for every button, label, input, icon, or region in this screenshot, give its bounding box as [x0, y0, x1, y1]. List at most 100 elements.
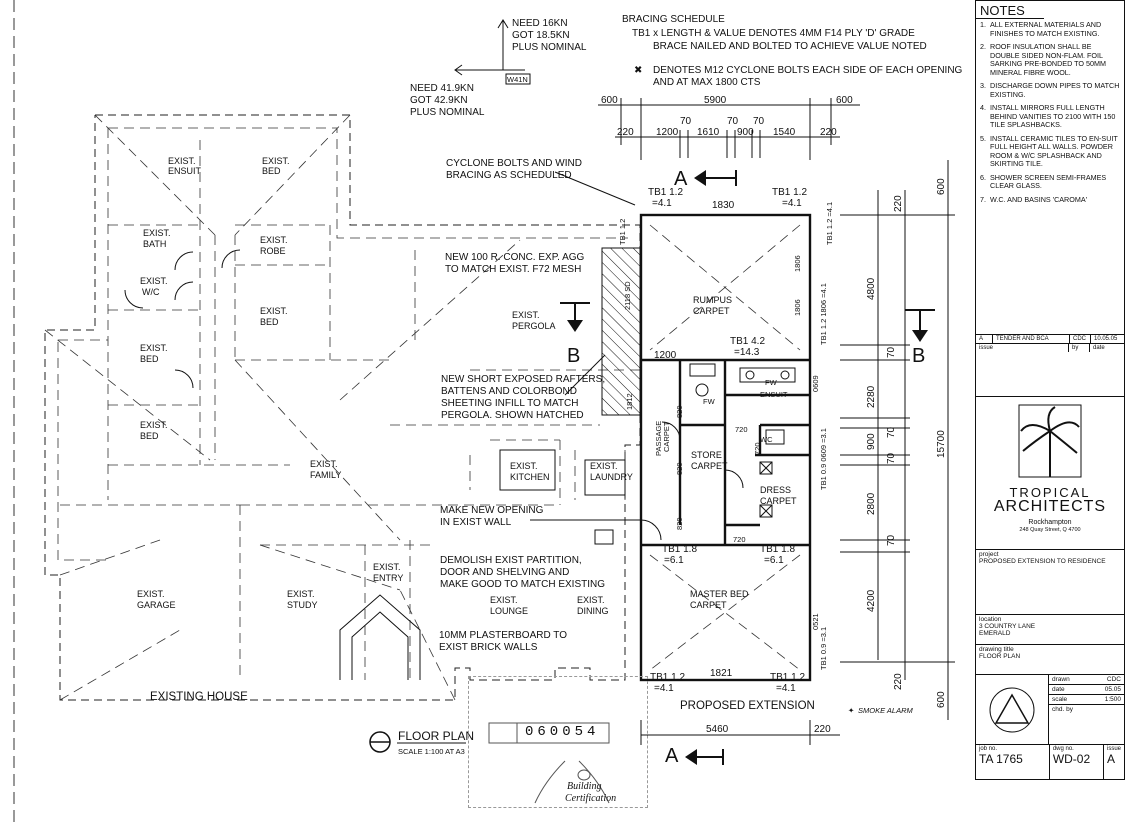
label-rooms-study-1: STUDY	[287, 600, 318, 610]
firm-address: 248 Quay Street, Q 4700	[1019, 526, 1081, 533]
firm-line2: ARCHITECTS	[993, 498, 1107, 515]
label-rooms-robe-1: ROBE	[260, 246, 286, 256]
label-annotations-conc-1: TO MATCH EXIST. F72 MESH	[445, 264, 581, 275]
label-rooms-kitchen-0: EXIST.	[510, 461, 538, 471]
label-dims-top-d70a: 70	[680, 116, 692, 127]
floor-plan-drawing: NEED 16KN GOT 18.5KN PLUS NOMINAL W41N N…	[13, 0, 963, 823]
label-title-block-drawn: CDC	[1106, 676, 1121, 683]
notes-heading: NOTES	[976, 1, 1044, 19]
label-annotations-demolish-1: DOOR AND SHELVING AND	[440, 567, 569, 578]
label-rooms-wc-1: W/C	[142, 287, 160, 297]
label-rooms-bed1-1: BED	[262, 166, 281, 176]
label-title-block-issue-lbl2: issue	[1106, 746, 1121, 752]
label-annotations-rafters-1: BATTENS AND COLORBOND	[441, 386, 577, 397]
label-title-block-rev-a: A	[976, 335, 993, 343]
existing-house-outline	[44, 114, 641, 701]
label-title-block-rev-by: CDC	[1070, 335, 1091, 343]
label-title-block-rev-text: TENDER AND BCA	[993, 335, 1070, 343]
label-bracing-tags-tb-c-0: TB1 4.2	[730, 336, 765, 347]
west-plus: PLUS NOMINAL	[410, 107, 485, 118]
note-item: 7.W.C. AND BASINS 'CAROMA'	[980, 194, 1120, 205]
section-a-label-bottom: A	[665, 745, 679, 767]
north-got: GOT 18.5KN	[512, 30, 570, 41]
label-rooms-garage-0: EXIST.	[137, 589, 165, 599]
label-bracing-tags-tb-e-1: =6.1	[764, 555, 784, 566]
label-title-block-drawing-title: FLOOR PLAN	[979, 653, 1021, 660]
label-bracing-tags-tb-b-1: =4.1	[782, 198, 802, 209]
section-a-label-top: A	[674, 168, 688, 190]
plan-scale: SCALE 1:100 AT A3	[398, 747, 465, 756]
label-rooms-entry-0: EXIST.	[373, 562, 401, 572]
note-text: INSTALL MIRRORS FULL LENGTH BEHIND VANIT…	[990, 103, 1116, 129]
label-dims-top-d900: 900	[737, 127, 754, 138]
revision-block: A TENDER AND BCA CDC 10.05.05 issue by d…	[976, 334, 1124, 352]
note-number: 5.	[980, 133, 986, 143]
label-title-block-issue-lbl: issue	[976, 344, 1069, 352]
seal-line1: Building	[567, 781, 602, 792]
label-rooms-pergola-1: PERGOLA	[512, 321, 556, 331]
firm-line1: TROPICAL	[1009, 485, 1091, 500]
bracing-line4: AND AT MAX 1800 CTS	[653, 77, 761, 88]
label-annotations-d720c: 720	[733, 535, 746, 544]
note-text: W.C. AND BASINS 'CAROMA'	[990, 194, 1087, 204]
label-annotations-rafters-2: SHEETING INFILL TO MATCH	[441, 398, 578, 409]
palm-logo-icon	[1015, 401, 1085, 481]
label-title-block-location1: 3 COUNTRY LANE	[979, 623, 1036, 630]
label-bracing-tags-tb-d-0: TB1 1.8	[662, 544, 697, 555]
label-annotations-d720a: 720	[735, 425, 748, 434]
label-rooms-entry-1: ENTRY	[373, 573, 403, 583]
label-title-block-scale-lbl: scale	[1052, 696, 1068, 703]
label-rooms-ensuit-new: ENSUIT	[760, 390, 788, 399]
bracing-title: BRACING SCHEDULE	[622, 14, 725, 25]
label-rooms-passage-1: CARPET	[662, 421, 671, 452]
west-need: NEED 41.9KN	[410, 83, 474, 94]
label-title-block-location-lbl: location	[979, 616, 1002, 623]
label-annotations-d1812: 1812	[625, 393, 634, 410]
label-annotations-cyclone-0: CYCLONE BOLTS AND WIND	[446, 158, 582, 169]
label-rooms-bath-1: BATH	[143, 239, 166, 249]
label-rooms-family-1: FAMILY	[310, 470, 341, 480]
west-tag: W41N	[507, 75, 528, 84]
firm-block: TROPICAL ARCHITECTS Rockhampton 248 Quay…	[976, 396, 1124, 547]
label-bracing-tags-tb-d-1: =6.1	[664, 555, 684, 566]
label-annotations-fw1: FW	[703, 397, 716, 406]
label-dims-top-d220b: 220	[820, 127, 837, 138]
label-annotations-plaster-1: EXIST BRICK WALLS	[439, 642, 538, 653]
north-need: NEED 16KN	[512, 18, 568, 29]
label-bracing-tags-tb-e-0: TB1 1.8	[760, 544, 795, 555]
north-plus: PLUS NOMINAL	[512, 42, 587, 53]
section-marker-a-bottom	[685, 749, 724, 765]
note-text: DISCHARGE DOWN PIPES TO MATCH EXISTING.	[990, 81, 1120, 99]
section-b-label-right: B	[912, 345, 925, 367]
label-dims-right-d2280: 2280	[866, 385, 877, 408]
label-rooms-laundry-0: EXIST.	[590, 461, 618, 471]
label-annotations-d820a: 820	[675, 405, 684, 418]
label-bracing-tags-tb-a-0: TB1 1.2	[648, 187, 683, 198]
hatched-infill	[601, 247, 641, 416]
top-dimensions	[598, 98, 860, 160]
label-rooms-bed4-0: EXIST.	[140, 420, 168, 430]
note-item: 3.DISCHARGE DOWN PIPES TO MATCH EXISTING…	[980, 81, 1120, 99]
section-b-label-left: B	[567, 345, 580, 367]
west-got: GOT 42.9KN	[410, 95, 468, 106]
label-rooms-robe-0: EXIST.	[260, 235, 288, 245]
note-text: INSTALL CERAMIC TILES TO EN-SUIT FULL HE…	[990, 133, 1118, 168]
note-number: 1.	[980, 20, 986, 29]
architect-triangle-logo-icon	[976, 675, 1049, 745]
west-force-arrow	[454, 64, 531, 85]
label-title-block-date-lbl: date	[1093, 345, 1105, 351]
label-title-block-issue: A	[1106, 752, 1115, 766]
label-annotations-smoke: SMOKE ALARM	[858, 706, 913, 715]
section-marker-b-right	[905, 309, 935, 342]
label-rooms-bed3-0: EXIST.	[140, 343, 168, 353]
stamp-graphics	[488, 722, 610, 804]
label-dims-top-d220a: 220	[617, 127, 634, 138]
label-rooms-kitchen-1: KITCHEN	[510, 472, 550, 482]
bracing-line2: BRACE NAILED AND BOLTED TO ACHIEVE VALUE…	[653, 41, 927, 52]
note-text: ALL EXTERNAL MATERIALS AND FINISHES TO M…	[990, 20, 1102, 38]
label-annotations-d820b: 820	[675, 462, 684, 475]
